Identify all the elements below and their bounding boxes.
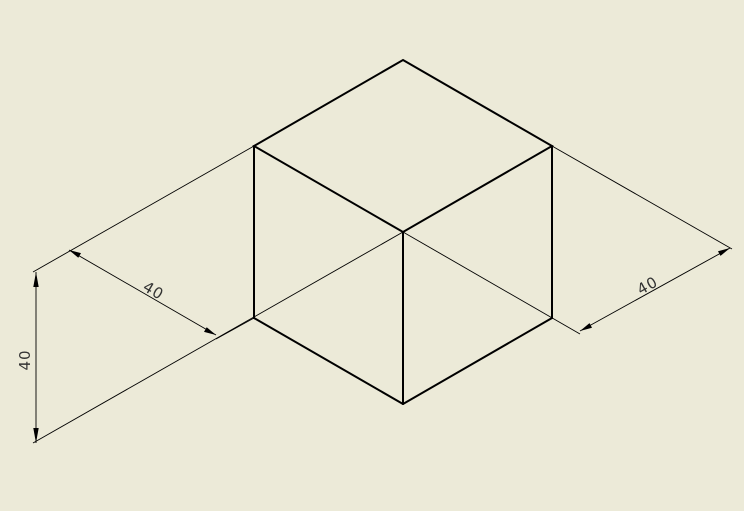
dimension-line-depth (579, 247, 731, 332)
dimension-label-width: 40 (140, 278, 167, 304)
arrowhead-height-top (33, 272, 39, 287)
arrowhead-height-bottom (33, 428, 39, 443)
construction-lines (32, 145, 733, 444)
dimension-label-height: 40 (16, 349, 34, 370)
extension-line-bottom-left (215, 317, 255, 340)
arrowhead-depth-end (718, 248, 730, 256)
cube-bottom-right-edge (402, 317, 553, 405)
dimension-line-width (68, 249, 217, 336)
arrowhead-width-end (204, 327, 216, 335)
extension-line-right (551, 145, 733, 250)
cube-top-face (251, 58, 555, 234)
dimension-depth: 40 (579, 247, 731, 332)
dimension-height: 40 (16, 272, 39, 443)
dimension-label-depth: 40 (634, 273, 661, 299)
construction-line-diagonal-b (402, 231, 581, 335)
arrowhead-width-start (69, 250, 81, 258)
arrowhead-depth-start (580, 323, 592, 331)
cube-bottom-left-edge (253, 317, 404, 405)
dimension-width: 40 (68, 249, 217, 336)
extension-line-top-left (32, 145, 255, 273)
